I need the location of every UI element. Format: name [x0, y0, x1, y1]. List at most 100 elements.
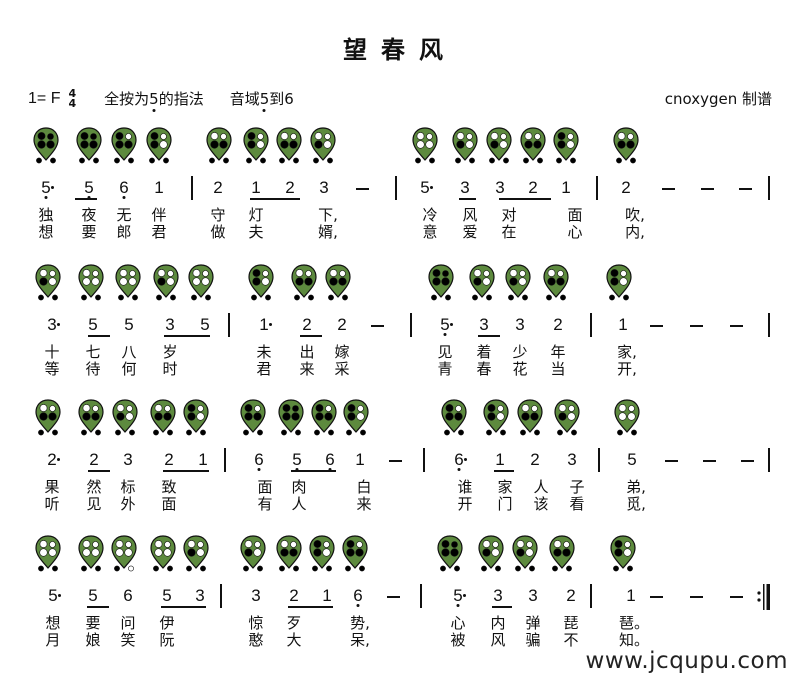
ocarina-fingering-icon [554, 399, 580, 437]
sustain-dash [739, 188, 752, 190]
lyric-verse-2: 听 [44, 495, 60, 513]
lyric-verse-2: 门 [497, 495, 513, 513]
ocarina-fingering-icon [520, 127, 546, 165]
ocarina-fingering-icon [614, 399, 640, 437]
note-digit: 5 [84, 178, 94, 197]
lyric-verse-2: 见 [86, 495, 102, 513]
ocarina-fingering-icon [150, 535, 176, 573]
ocarina-fingering-icon [469, 264, 495, 302]
note-digit: 6 [254, 450, 264, 469]
note-digit: 2 [89, 450, 99, 469]
note-digit: 2 [566, 586, 576, 605]
note-number: 2 [40, 449, 64, 471]
ocarina-fingering-icon [342, 535, 368, 573]
lyric-verse-1: 岁 [162, 343, 178, 361]
note-number: 5 [285, 449, 309, 471]
lyric-verse-2: 待 [85, 360, 101, 378]
note-number: 6 [346, 585, 370, 607]
ocarina-fingering-icon [35, 399, 61, 437]
ocarina-fingering-icon [483, 399, 509, 437]
sustain-dash [356, 188, 369, 190]
lyric-verse-1: 果 [44, 478, 60, 496]
lyric-verse-2: 花 [512, 360, 528, 378]
lyric-verse-2: 觅, [626, 495, 646, 513]
note-digit: 3 [495, 178, 505, 197]
note-digit: 5 [420, 178, 430, 197]
lyric-verse-2: 爱 [462, 223, 478, 241]
lyric-verse-1: 无 [116, 206, 132, 224]
lyric-verse-1: 伊 [159, 614, 175, 632]
lyric-verse-2: 有 [257, 495, 273, 513]
lyric-verse-1: 标 [120, 478, 136, 496]
note-number: 1 [315, 585, 339, 607]
score-header: 1= F 4 4 全按为5的指法 音域5到6 cnoxygen 制谱 [28, 88, 772, 112]
note-number: 3 [40, 314, 64, 336]
note-number: 6 [112, 177, 136, 199]
lyric-verse-2: 人 [291, 495, 307, 513]
ocarina-fingering-icon [183, 399, 209, 437]
note-digit: 5 [88, 315, 98, 334]
lyric-verse-1: 面 [257, 478, 273, 496]
ocarina-fingering-icon [613, 127, 639, 165]
note-number: 2 [559, 585, 583, 607]
note-number: 1 [244, 177, 268, 199]
note-digit: 3 [528, 586, 538, 605]
lyric-verse-1: 风 [462, 206, 478, 224]
ocarina-fingering-icon [610, 535, 636, 573]
lyric-verse-1: 子 [569, 478, 585, 496]
ocarina-fingering-icon [150, 399, 176, 437]
note-digit: 2 [285, 178, 295, 197]
note-number: 3 [472, 314, 496, 336]
ocarina-fingering-icon [278, 399, 304, 437]
ocarina-fingering-icon [310, 127, 336, 165]
note-digit: 1 [198, 450, 208, 469]
lyric-verse-1: 肉 [291, 478, 307, 496]
lyric-verse-1: 琶。 [619, 614, 650, 632]
note-number: 1 [619, 585, 643, 607]
lyric-verse-2: 做 [210, 223, 226, 241]
note-digit: 2 [621, 178, 631, 197]
lyric-verse-1: 灯 [248, 206, 264, 224]
beam-underline [163, 470, 209, 472]
note-number: 2 [157, 449, 181, 471]
note-digit: 6 [325, 450, 335, 469]
lyric-verse-1: 人 [533, 478, 549, 496]
bar-line [768, 313, 770, 337]
note-digit: 1 [626, 586, 636, 605]
bar-line [410, 313, 412, 337]
sustain-dash [662, 188, 675, 190]
beam-underline [288, 606, 333, 608]
ocarina-fingering-icon [243, 127, 269, 165]
note-digit: 6 [119, 178, 129, 197]
sustain-dash [703, 460, 716, 462]
ocarina-fingering-icon [441, 399, 467, 437]
note-digit: 1 [154, 178, 164, 197]
note-digit: 5 [292, 450, 302, 469]
note-number: 3 [521, 585, 545, 607]
lyric-verse-1: 年 [550, 343, 566, 361]
bar-line [395, 176, 397, 200]
lyric-verse-1: 出 [299, 343, 315, 361]
note-digit: 6 [123, 586, 133, 605]
lyric-verse-2: 憨 [248, 631, 264, 649]
low-octave-dot [328, 468, 332, 471]
note-digit: 6 [454, 450, 464, 469]
lyric-verse-1: 弹 [525, 614, 541, 632]
ocarina-fingering-icon [111, 127, 137, 165]
note-number: 5 [620, 449, 644, 471]
note-number: 2 [523, 449, 547, 471]
lyric-verse-1: 下, [318, 206, 338, 224]
ocarina-fingering-icon [33, 127, 59, 165]
note-number: 2 [546, 314, 570, 336]
note-number: 3 [560, 449, 584, 471]
note-number: 5 [433, 314, 457, 336]
ocarina-fingering-icon [291, 264, 317, 302]
note-digit: 3 [493, 586, 503, 605]
ocarina-fingering-icon [248, 264, 274, 302]
note-number: 5 [77, 177, 101, 199]
note-digit: 3 [515, 315, 525, 334]
note-number: 2 [82, 449, 106, 471]
lyric-verse-2: 不 [563, 631, 579, 649]
ocarina-fingering-icon [478, 535, 504, 573]
